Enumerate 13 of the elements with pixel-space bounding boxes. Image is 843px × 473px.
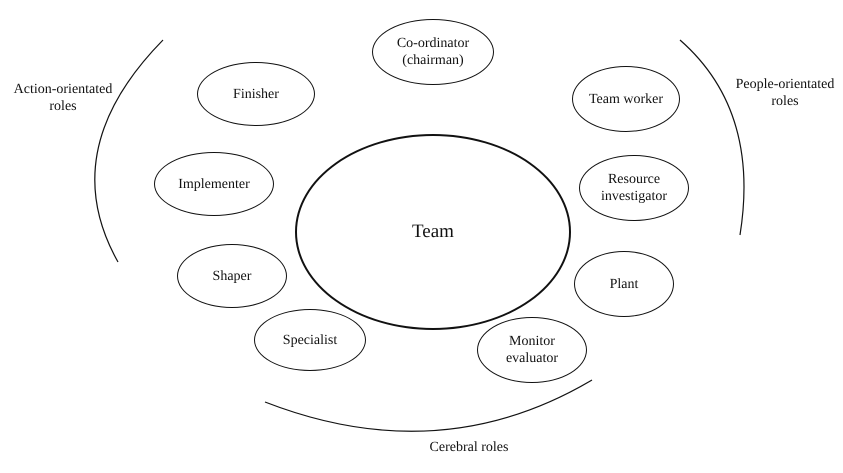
role-label: Resource investigator — [600, 171, 668, 205]
group-label: Cerebral roles — [429, 439, 509, 456]
role-label: Co-ordinator (chairman) — [396, 35, 470, 69]
role-label: Team — [412, 221, 454, 243]
group-label: Action-orientated roles — [12, 81, 114, 115]
role-label: Implementer — [178, 176, 250, 192]
group-label: People-orientated roles — [734, 76, 836, 110]
role-label: Monitor evaluator — [504, 333, 560, 367]
role-label: Finisher — [233, 86, 279, 102]
role-label: Shaper — [212, 268, 252, 284]
role-label: Specialist — [282, 332, 338, 348]
role-label: Team worker — [588, 90, 664, 108]
role-label: Plant — [610, 276, 638, 292]
